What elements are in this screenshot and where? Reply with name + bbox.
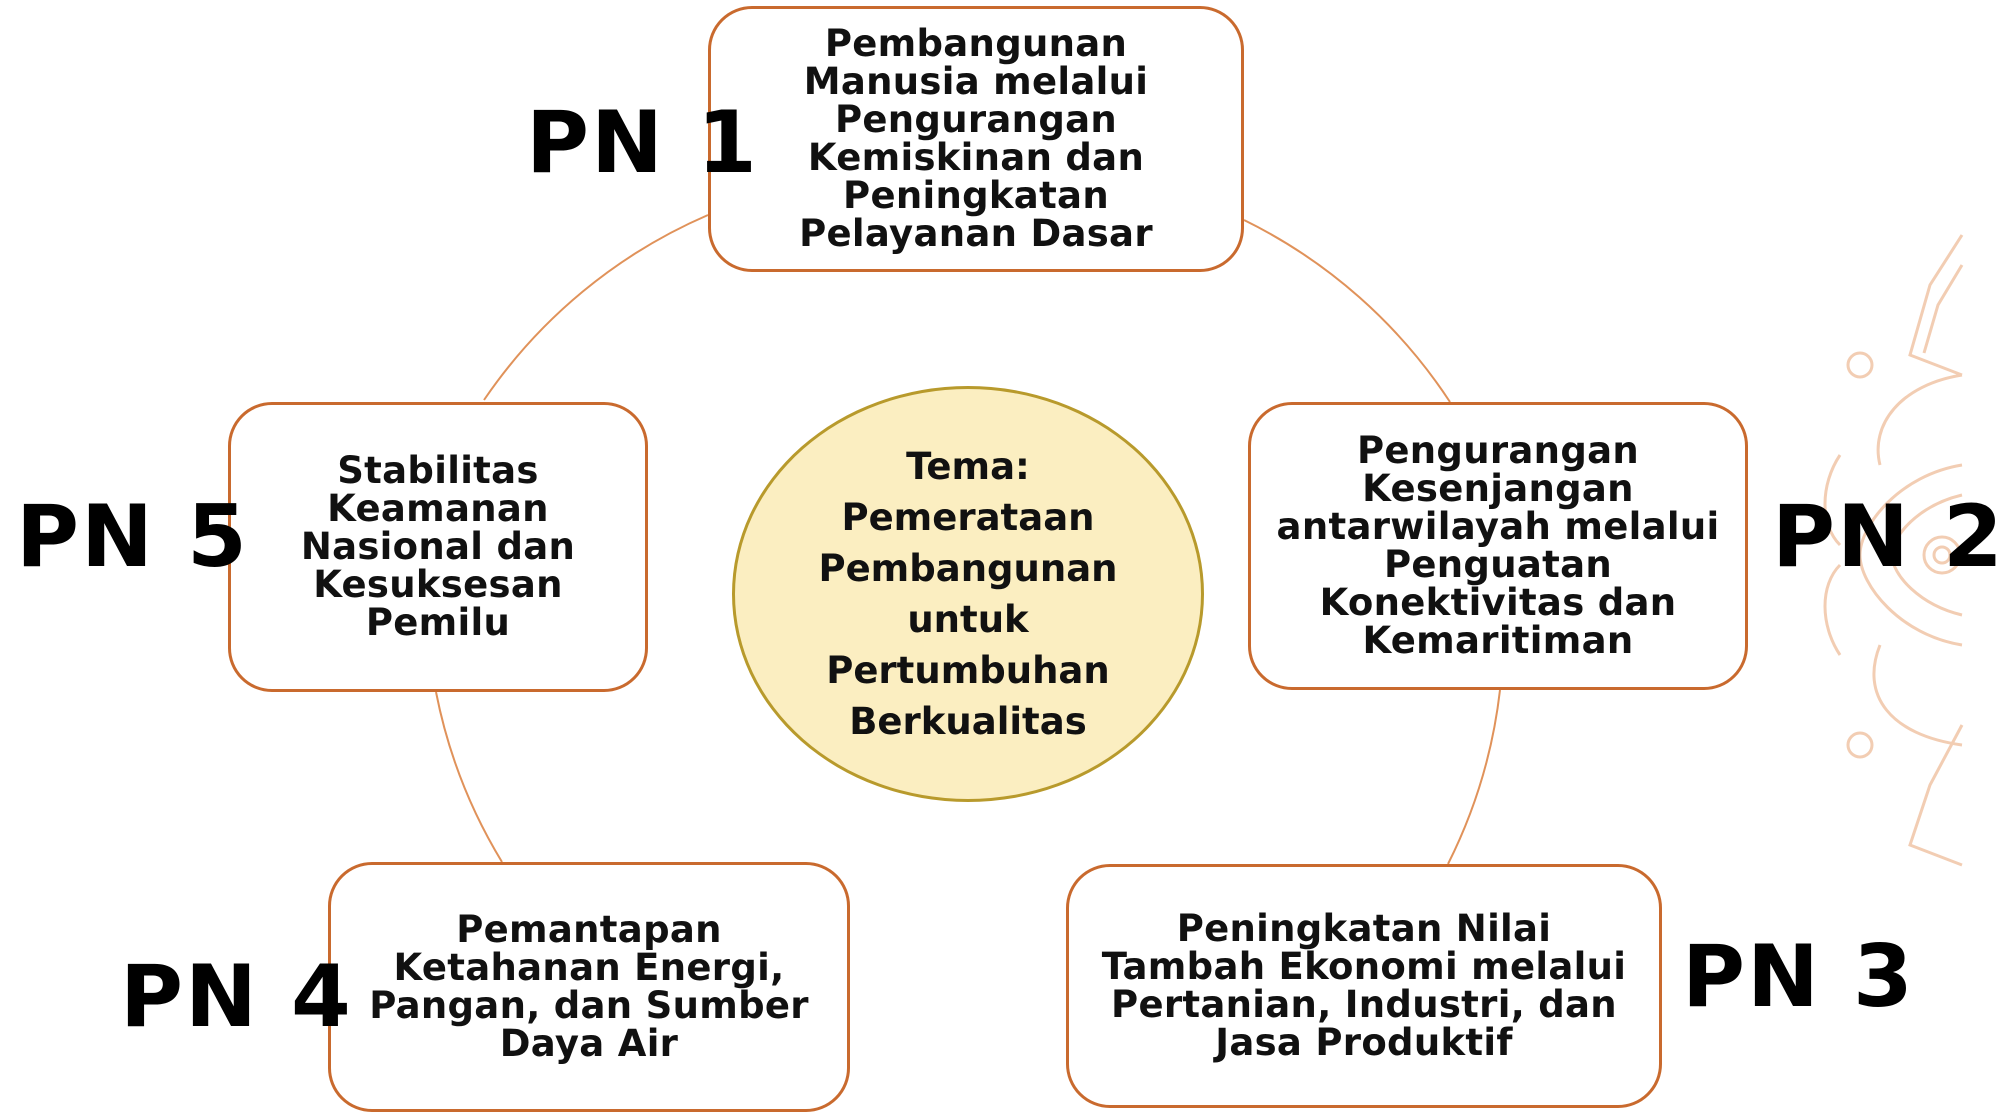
priority-text-pn1: Pembangunan Manusia melalui Pengurangan … [799, 22, 1153, 255]
priority-label-pn4: PN 4 [120, 947, 353, 1047]
priority-box-pn4: Pemantapan Ketahanan Energi, Pangan, dan… [328, 862, 850, 1112]
priority-box-pn1: Pembangunan Manusia melalui Pengurangan … [708, 6, 1244, 272]
priority-label-pn5: PN 5 [16, 487, 249, 587]
priority-label-pn2: PN 2 [1772, 487, 2005, 587]
priority-box-pn5: Stabilitas Keamanan Nasional dan Kesukse… [228, 402, 648, 692]
priority-text-pn2: Pengurangan Kesenjangan antarwilayah mel… [1276, 429, 1720, 662]
priority-text-pn4: Pemantapan Ketahanan Energi, Pangan, dan… [369, 908, 809, 1065]
theme-line: untuk [907, 598, 1029, 641]
connector-ring [435, 214, 1501, 865]
priority-label-pn3: PN 3 [1682, 927, 1915, 1027]
theme-line: Pertumbuhan [826, 649, 1110, 692]
priority-text-pn3: Peningkatan Nilai Tambah Ekonomi melalui… [1101, 907, 1627, 1064]
theme-line: Berkualitas [849, 700, 1087, 743]
theme-circle: Tema: Pemerataan Pembangunan untuk Pertu… [732, 386, 1204, 802]
priority-text-pn5: Stabilitas Keamanan Nasional dan Kesukse… [300, 449, 576, 644]
priority-label-pn1: PN 1 [526, 93, 759, 193]
mandala-ornament [1823, 234, 1964, 867]
theme-line: Pembangunan [818, 547, 1118, 590]
theme-label: Tema: [906, 445, 1030, 488]
priority-box-pn3: Peningkatan Nilai Tambah Ekonomi melalui… [1066, 864, 1662, 1108]
theme-line: Pemerataan [841, 496, 1095, 539]
theme-text: Tema: Pemerataan Pembangunan untuk Pertu… [818, 441, 1117, 747]
priority-box-pn2: Pengurangan Kesenjangan antarwilayah mel… [1248, 402, 1748, 690]
